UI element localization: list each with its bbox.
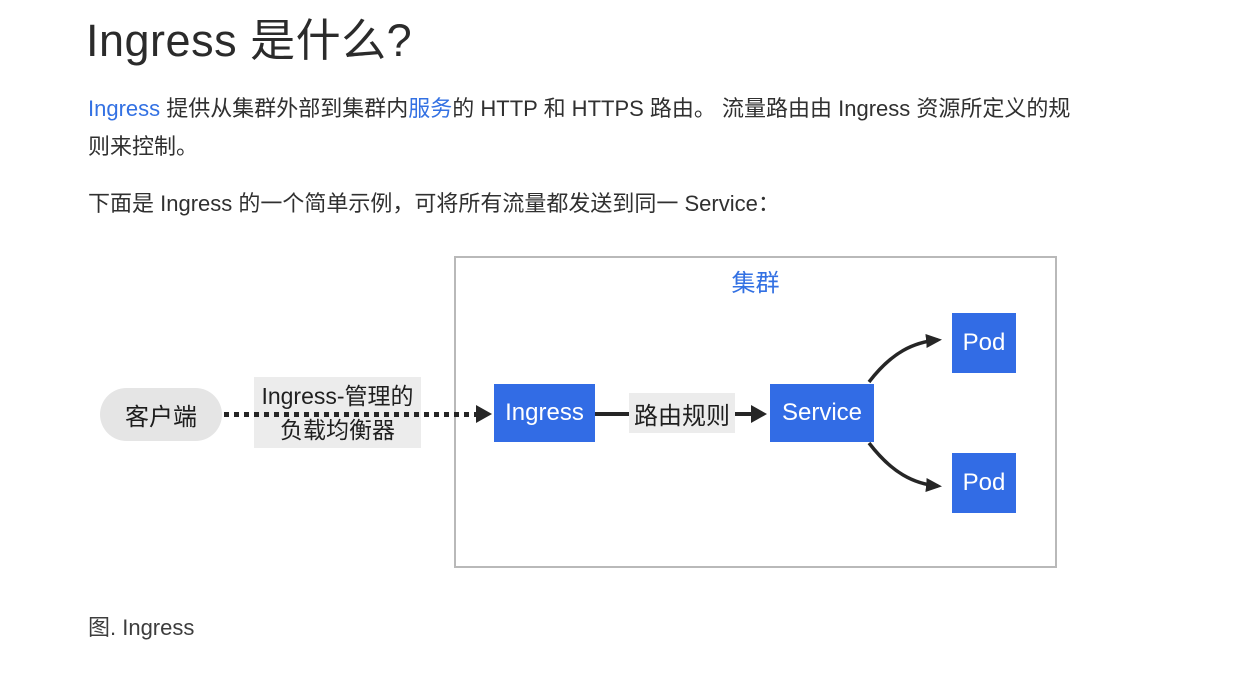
pod-node-bottom: Pod [952, 453, 1016, 513]
intro-text-1: 提供从集群外部到集群内 [160, 96, 409, 121]
service-to-pod-curves [867, 334, 942, 492]
intro-text-2: 的 HTTP 和 HTTPS 路由。 流量路由由 Ingress 资源所定义的规… [88, 96, 1071, 159]
load-balancer-label: Ingress-管理的 负载均衡器 [254, 377, 421, 448]
example-paragraph: 下面是 Ingress 的一个简单示例，可将所有流量都发送到同一 Service… [88, 191, 780, 216]
load-balancer-label-line1: Ingress-管理的 [261, 382, 414, 409]
service-node: Service [770, 384, 874, 442]
service-node-label: Service [781, 399, 863, 426]
ingress-node: Ingress [494, 384, 595, 442]
page-title: Ingress 是什么? [86, 15, 413, 66]
service-link[interactable]: 服务 [408, 96, 453, 121]
client-node: 客户端 [100, 388, 222, 441]
solid-arrow-head-icon [751, 405, 767, 423]
load-balancer-label-line2: 负载均衡器 [280, 416, 395, 443]
figure-caption: 图. Ingress [88, 615, 195, 640]
cluster-label: 集群 [731, 270, 780, 297]
ingress-link[interactable]: Ingress [88, 96, 161, 121]
intro-paragraph: Ingress 提供从集群外部到集群内服务的 HTTP 和 HTTPS 路由。 … [88, 90, 1078, 166]
pod-node-top: Pod [952, 313, 1016, 373]
pod-top-label: Pod [962, 329, 1006, 356]
ingress-node-label: Ingress [505, 399, 584, 426]
client-to-ingress-dotted-line [224, 412, 476, 417]
service-to-pod-bottom-arrow [867, 441, 942, 492]
routing-rule-label: 路由规则 [629, 393, 735, 433]
pod-bottom-label: Pod [962, 469, 1006, 496]
client-label: 客户端 [125, 404, 197, 431]
service-to-pod-top-arrow [867, 334, 942, 384]
dotted-arrow-head-icon [476, 405, 492, 423]
